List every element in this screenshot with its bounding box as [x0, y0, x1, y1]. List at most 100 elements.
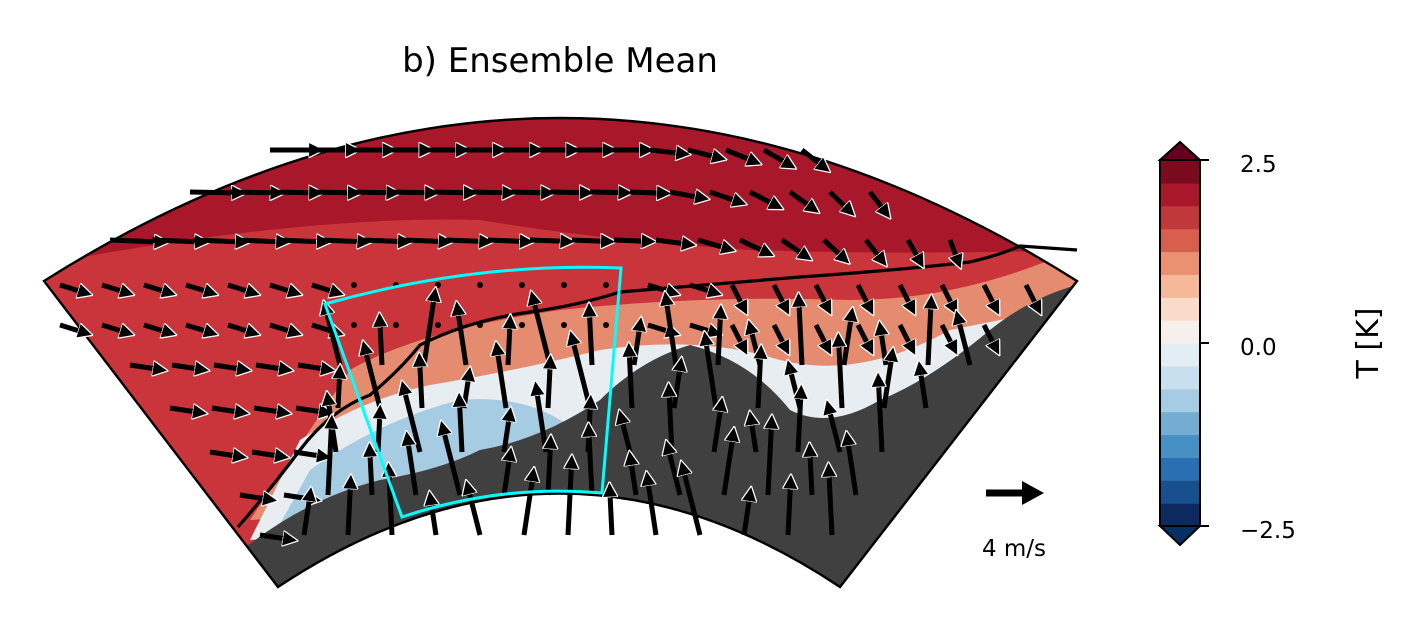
wind-vector	[798, 396, 801, 453]
wind-vector	[590, 314, 593, 366]
wind-vector-calm	[561, 282, 567, 288]
wind-vector	[813, 323, 826, 345]
wind-vector	[669, 192, 698, 197]
wind-vector	[669, 451, 683, 496]
wind-vector	[338, 376, 340, 409]
wind-vector	[251, 452, 278, 456]
wind-vector	[839, 344, 842, 409]
wind-vector-calm	[561, 322, 567, 328]
wind-vector	[613, 240, 644, 241]
colorbar-swatch	[1160, 411, 1200, 436]
wind-vector-calm	[477, 322, 483, 328]
wind-vector	[629, 354, 632, 409]
wind-vector	[297, 365, 324, 369]
wind-vector	[211, 408, 238, 412]
wind-vector	[709, 189, 736, 201]
wind-vector	[255, 365, 282, 369]
wind-vector	[622, 421, 633, 453]
wind-vector	[143, 322, 165, 332]
colorbar-swatch	[1160, 320, 1200, 344]
wind-vector	[800, 148, 821, 165]
wind-vector	[366, 352, 383, 409]
wind-vector	[631, 462, 636, 496]
colorbar-swatches	[1160, 160, 1200, 527]
wind-vector	[235, 240, 279, 242]
colorbar-swatch	[1160, 434, 1200, 458]
wind-vector	[947, 239, 957, 258]
wind-vector-calm	[477, 282, 483, 288]
wind-vector	[458, 313, 469, 366]
wind-vector-calm	[393, 322, 399, 328]
wind-vector	[981, 283, 994, 305]
wind-vector	[771, 323, 784, 345]
colorbar-tick-label-mid: 0.0	[1240, 335, 1277, 361]
wind-vector	[589, 192, 621, 193]
vector-key: 4 m/s	[982, 481, 1046, 562]
wind-vector	[229, 192, 273, 193]
wind-vector	[697, 237, 724, 248]
wind-vector	[319, 240, 360, 242]
wind-vector	[295, 408, 322, 412]
wind-vector	[311, 282, 333, 292]
wind-vector	[171, 365, 198, 369]
wind-vector	[897, 323, 910, 345]
wind-vector	[143, 282, 165, 292]
wind-vector	[729, 323, 742, 345]
colorbar-swatch	[1160, 182, 1200, 207]
wind-vector-calm	[351, 322, 357, 328]
wind-vector	[101, 282, 123, 292]
wind-vector	[253, 408, 280, 412]
wind-vector	[239, 495, 266, 499]
wind-vector	[748, 189, 773, 204]
wind-vector	[227, 282, 249, 292]
wind-vector	[169, 408, 196, 412]
wind-vector	[213, 365, 240, 369]
wind-vector-calm	[435, 282, 441, 288]
wind-vector	[151, 240, 198, 242]
wind-vector	[548, 446, 550, 496]
wind-vector	[380, 324, 382, 366]
colorbar-swatch	[1160, 274, 1200, 298]
wind-vector	[348, 486, 350, 536]
analysis-box	[323, 265, 623, 519]
wind-vector	[822, 238, 841, 256]
wind-vector	[768, 426, 771, 496]
wind-vector	[269, 282, 291, 292]
colorbar-extend-top	[1157, 140, 1203, 161]
wind-vector	[788, 486, 790, 536]
wind-vector	[185, 322, 207, 332]
wind-vector	[855, 323, 868, 345]
wind-vector	[939, 323, 952, 345]
wind-vector	[810, 454, 812, 496]
wind-vector	[445, 240, 482, 241]
colorbar-swatch	[1160, 365, 1200, 390]
wind-vector	[758, 356, 761, 409]
colorbar-swatch	[1160, 205, 1200, 230]
colorbar-swatch	[1160, 228, 1200, 253]
wind-vector	[193, 240, 238, 242]
wind-vector	[721, 439, 733, 496]
wind-vector	[549, 192, 582, 193]
map-title: b) Ensemble Mean	[402, 41, 718, 81]
wind-vector	[752, 422, 757, 453]
wind-vector	[189, 192, 234, 193]
wind-vector	[487, 240, 522, 241]
wind-vector	[762, 147, 786, 163]
colorbar-swatch	[1160, 503, 1200, 527]
wind-vector	[59, 282, 81, 292]
wind-vector	[309, 192, 350, 193]
colorbar-tick-label-bottom: −2.5	[1240, 518, 1296, 544]
colorbar-label: T [K]	[1351, 308, 1386, 380]
colorbar-swatch	[1160, 343, 1200, 367]
wind-vector	[830, 411, 843, 453]
wind-vector	[227, 322, 249, 332]
wind-vector	[855, 283, 868, 305]
wind-vector	[460, 404, 462, 453]
wind-vector	[185, 282, 207, 292]
wind-vector	[548, 366, 550, 409]
wind-vector	[649, 150, 679, 153]
wind-vector	[610, 494, 612, 536]
wind-vector	[629, 192, 660, 193]
wind-vector	[689, 282, 711, 292]
